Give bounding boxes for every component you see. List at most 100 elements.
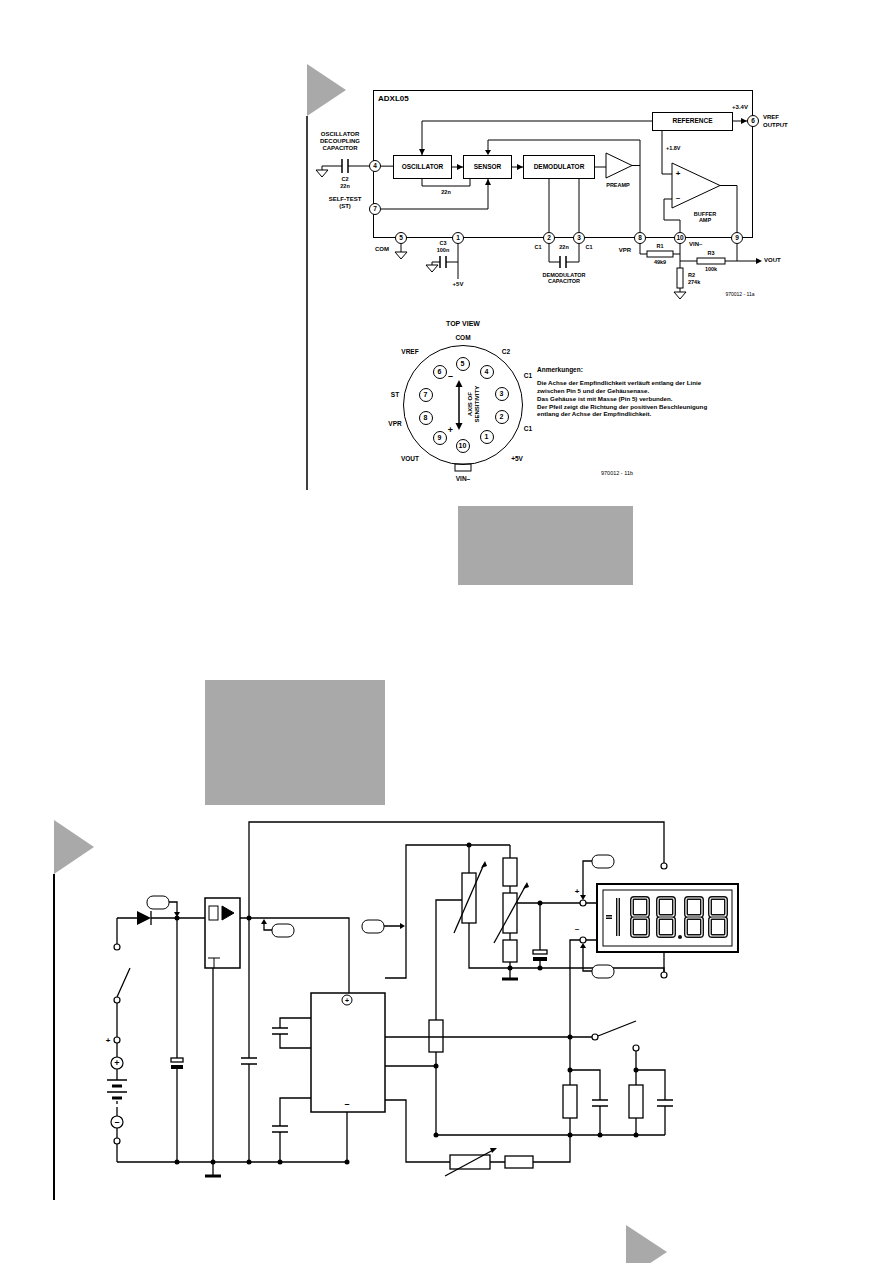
wire — [241, 918, 257, 1162]
polarity-sign: – — [344, 1100, 349, 1109]
text-label: + — [575, 887, 580, 896]
text-label: 970012 - 11a — [725, 292, 754, 298]
component-box — [205, 898, 385, 1112]
terminal-symbol — [111, 1116, 123, 1128]
regulator-symbol — [208, 906, 234, 968]
capacitor-symbol — [342, 159, 348, 173]
resistor-symbol — [647, 251, 673, 257]
pin-circle: 4 — [480, 365, 494, 379]
text-label: 274k — [688, 279, 700, 285]
wire — [401, 244, 402, 252]
empty-tag — [362, 920, 384, 933]
arrowhead — [400, 923, 405, 929]
resistor-symbol — [503, 858, 517, 886]
grey-marker — [54, 64, 667, 1263]
text-label: Die Achse der Empfindlichkeit verläuft e… — [537, 379, 712, 395]
empty-tag — [147, 896, 169, 909]
text-label: C3 — [439, 240, 446, 246]
lcd-display — [606, 898, 618, 936]
terminal-symbol — [633, 1045, 639, 1051]
regulator-symbol — [208, 958, 220, 968]
junction-dot — [467, 843, 472, 848]
ic-symbol — [311, 993, 385, 1112]
empty-tag — [147, 855, 614, 978]
grey-marker — [458, 506, 633, 585]
lcd-display — [678, 935, 682, 939]
regulator-symbol — [209, 906, 218, 920]
wire — [509, 845, 510, 978]
terminal-symbol — [592, 1034, 598, 1040]
terminal-symbol — [580, 900, 586, 906]
junction-dot — [538, 966, 543, 971]
wire — [272, 1098, 311, 1162]
grey-marker — [307, 64, 346, 116]
grey-marker — [205, 680, 385, 805]
terminal-symbol — [580, 937, 586, 943]
pin-circle: 10 — [674, 232, 686, 244]
wire — [432, 244, 458, 279]
diode-symbol — [137, 911, 151, 925]
pin-circle: 9 — [433, 431, 447, 445]
resistor-symbol — [697, 258, 725, 264]
connector-line — [422, 121, 652, 155]
axis-arrow — [456, 423, 463, 430]
pin-number: 5 — [461, 360, 465, 367]
pin-number: 4 — [485, 368, 489, 375]
text-label: VPR — [388, 420, 401, 427]
text-label: SELF-TEST (ST) — [327, 196, 363, 210]
pin-circle: 3 — [495, 387, 509, 401]
lcd-display — [686, 898, 702, 916]
text-label: – — [575, 924, 579, 933]
polarity-sign: – — [114, 1118, 119, 1127]
pin-number: 6 — [438, 368, 442, 375]
junction-dot — [175, 1160, 180, 1165]
pin-number: 8 — [424, 414, 428, 421]
junction-dot — [278, 1160, 283, 1165]
text-label: – — [676, 193, 680, 202]
resistor-symbol — [629, 1085, 643, 1118]
wire — [595, 167, 606, 168]
junction-dot — [634, 1068, 639, 1073]
resistor-symbol — [505, 1156, 533, 1168]
pin-circle: 2 — [495, 410, 509, 424]
node-text: AXIS OF SENSITIVITY — [466, 380, 480, 430]
wire — [488, 140, 640, 232]
text-label: VREF — [401, 348, 418, 355]
lcd-display — [597, 884, 738, 952]
terminal-symbol — [114, 944, 120, 950]
package-tab — [455, 464, 471, 471]
lcd-display — [606, 898, 726, 936]
pin-number: 2 — [500, 413, 504, 420]
lcd-display — [710, 898, 726, 916]
pin-number: 7 — [424, 391, 428, 398]
node-text: – — [448, 371, 453, 380]
junction-dot — [175, 916, 180, 921]
pin-circle: 8 — [634, 232, 646, 244]
lcd-display — [603, 890, 732, 946]
text-label: Anmerkungen: — [537, 366, 583, 373]
junction-dot — [247, 916, 252, 921]
pin-number: 3 — [500, 390, 504, 397]
wire — [385, 1021, 636, 1135]
arrowhead — [756, 258, 762, 264]
component-body — [137, 861, 586, 1153]
wire — [117, 911, 205, 925]
terminal-symbol — [114, 997, 120, 1003]
text-label: R2 — [688, 272, 695, 278]
text-label: R1 — [656, 243, 663, 249]
amplifier-symbol — [672, 163, 720, 208]
pin-circle: 10 — [456, 439, 470, 453]
lcd-display — [632, 898, 648, 916]
wire — [385, 845, 510, 978]
pin-number: 10 — [459, 442, 467, 449]
capacitor-symbol — [440, 256, 446, 268]
lcd-display — [597, 884, 738, 952]
pin-number: 5 — [399, 235, 403, 242]
pin-number: 3 — [577, 235, 581, 242]
connector-line — [579, 179, 580, 232]
pin-number: 2 — [547, 235, 551, 242]
pin-circle: 5 — [456, 357, 470, 371]
ic-symbol — [342, 995, 352, 1005]
junction-dot — [247, 1160, 252, 1165]
arrowhead — [580, 943, 586, 948]
